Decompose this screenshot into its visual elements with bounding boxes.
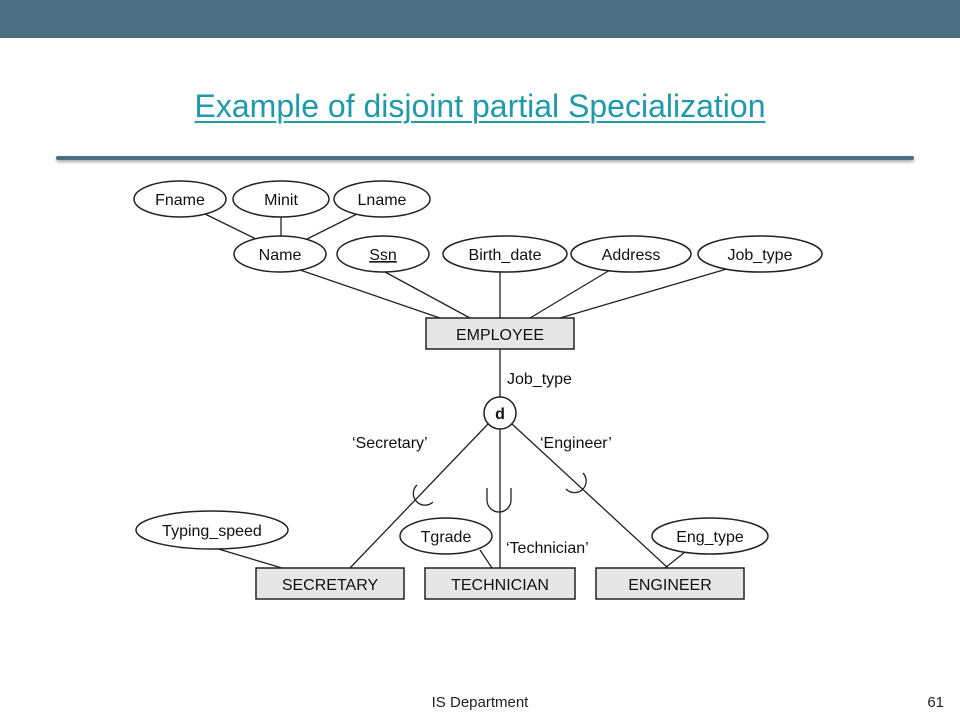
attr-eng-type: Eng_type: [651, 517, 769, 555]
title-rule: [56, 156, 914, 160]
attr-minit: Minit: [232, 180, 330, 218]
attr-birth-date-label: Birth_date: [469, 247, 542, 264]
top-bar: [0, 0, 960, 38]
subset-symbol-technician: [486, 488, 512, 513]
attr-lname-label: Lname: [358, 192, 407, 209]
attr-address-label: Address: [602, 247, 661, 264]
subset-symbol-engineer: [565, 472, 587, 494]
disjoint-circle: d: [483, 396, 517, 430]
predicate-secretary: ‘Secretary’: [352, 435, 428, 452]
attribute-connectors: [204, 213, 731, 319]
attr-lname: Lname: [333, 180, 431, 218]
attr-birth-date: Birth_date: [442, 235, 568, 273]
entity-employee: EMPLOYEE: [425, 317, 575, 350]
entity-engineer: ENGINEER: [595, 567, 745, 600]
slide-title: Example of disjoint partial Specializati…: [194, 88, 766, 124]
entity-engineer-label: ENGINEER: [628, 577, 712, 594]
disjoint-symbol: d: [495, 406, 505, 423]
attr-name: Name: [233, 235, 327, 273]
footer-department: IS Department: [431, 694, 529, 711]
attr-typing-speed-label: Typing_speed: [162, 523, 262, 540]
attr-typing-speed: Typing_speed: [135, 510, 289, 550]
attr-job-type: Job_type: [697, 235, 823, 273]
attr-eng-type-label: Eng_type: [676, 529, 744, 546]
entity-technician-label: TECHNICIAN: [451, 577, 549, 594]
attr-fname-label: Fname: [155, 192, 205, 209]
attr-tgrade-label: Tgrade: [421, 529, 472, 546]
predicate-technician: ‘Technician’: [506, 540, 589, 557]
attr-minit-label: Minit: [264, 192, 298, 209]
entity-technician: TECHNICIAN: [424, 567, 576, 600]
attr-ssn-label: Ssn: [369, 247, 397, 264]
defining-attribute-label: Job_type: [507, 371, 572, 388]
attr-tgrade: Tgrade: [399, 517, 493, 555]
entity-secretary: SECRETARY: [255, 567, 405, 600]
attr-name-label: Name: [259, 247, 302, 264]
entity-employee-label: EMPLOYEE: [456, 327, 544, 344]
predicate-engineer: ‘Engineer’: [540, 435, 612, 452]
page-number: 61: [927, 694, 944, 711]
specialization-connectors: [204, 349, 691, 569]
attr-address: Address: [570, 235, 692, 273]
entity-secretary-label: SECRETARY: [282, 577, 379, 594]
subset-symbol-secretary: [412, 484, 434, 506]
attr-job-type-label: Job_type: [728, 247, 793, 264]
attr-ssn: Ssn: [336, 235, 430, 273]
attr-fname: Fname: [133, 180, 227, 218]
subset-symbols: [412, 472, 587, 513]
